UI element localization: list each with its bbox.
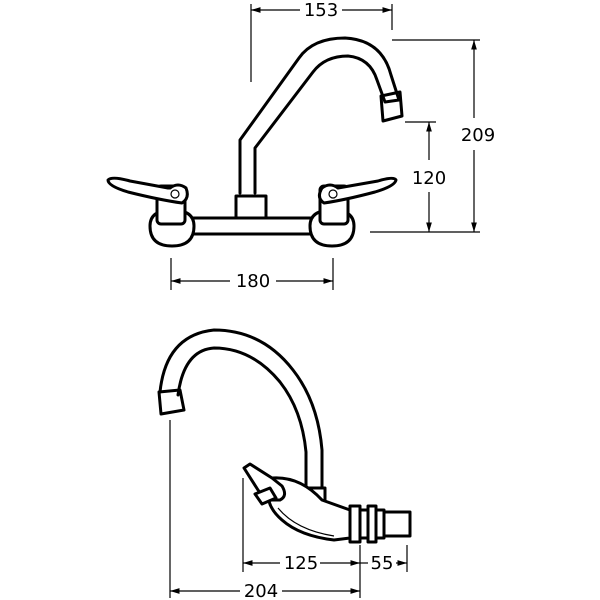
front-left-lever (106, 176, 189, 205)
side-spout (158, 328, 324, 490)
side-lever-base (253, 486, 278, 506)
side-valve-curve (277, 507, 335, 537)
side-spout-tip (157, 388, 186, 416)
side-inlet-pipe (382, 510, 412, 538)
front-view (106, 36, 404, 248)
dim-55-label: 55 (371, 553, 394, 574)
dim-153-label: 153 (304, 0, 338, 21)
front-right-lever (317, 176, 398, 205)
dim-209-label: 209 (461, 125, 495, 146)
dim-180-label: 180 (236, 271, 270, 292)
side-lever (242, 462, 287, 502)
dim-125-label: 125 (284, 553, 318, 574)
front-center-block (234, 194, 268, 222)
front-dimensions: 153 209 120 180 (170, 0, 495, 292)
front-bar (178, 216, 324, 236)
side-view (157, 328, 412, 544)
front-spout (238, 36, 401, 195)
side-dimensions: 125 55 204 (169, 420, 408, 600)
dim-204-label: 204 (244, 581, 278, 600)
front-right-screw (328, 189, 338, 199)
front-spout-tip (379, 90, 404, 123)
dim-120-label: 120 (412, 168, 446, 189)
front-left-screw (170, 189, 180, 199)
